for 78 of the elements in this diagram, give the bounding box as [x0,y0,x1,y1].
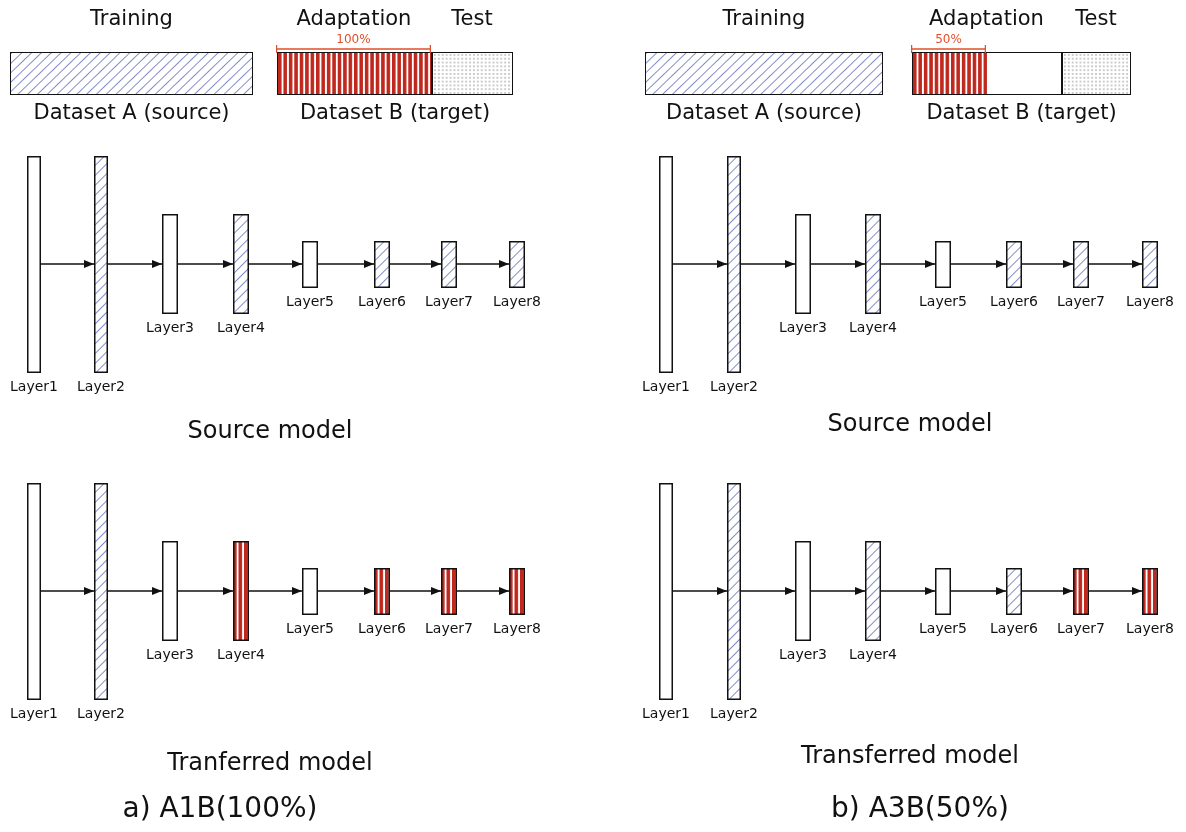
phase-heading: Test [451,7,493,29]
arrow [456,260,510,268]
arrow [248,260,303,268]
phase-heading: Training [722,8,806,29]
layer-label: Layer4 [849,647,897,661]
dataset-label: Dataset A (source) [665,102,863,123]
arrow [389,260,442,268]
layer-label: Layer7 [1057,620,1105,635]
layer-label: Layer6 [358,293,406,308]
layer-label: Layer2 [77,378,125,393]
layer-label: Layer2 [77,705,125,720]
percentage-label: 50% [935,32,962,45]
arrow [1021,587,1074,595]
arrow [107,587,163,595]
arrow [950,587,1007,595]
panel-caption: b) A3B(50%) [831,794,1009,822]
model-title: Transferred model [801,743,1019,767]
phase-heading: Adaptation [929,7,1044,29]
arrow [810,260,866,268]
arrow [1088,260,1143,268]
phase-heading: Training [90,8,173,29]
arrow [317,260,375,268]
phase-heading: Test [1075,7,1117,29]
arrow [456,587,510,595]
layer-label: Layer6 [990,293,1038,308]
layer-label: Layer5 [919,293,967,308]
layer-label: Layer1 [10,705,58,720]
arrow [389,587,442,595]
dataset-label: Dataset B (target) [299,102,491,123]
arrow [317,587,375,595]
dataset-label: Dataset B (target) [926,102,1117,123]
layer-label: Layer4 [849,320,897,334]
layer-label: Layer7 [1057,293,1105,308]
layer-label: Layer6 [358,620,406,635]
layer-label: Layer7 [425,620,473,635]
layer-label: Layer5 [286,620,334,635]
layer-label: Layer5 [286,293,334,308]
panel-caption: a) A1B(100%) [122,794,318,822]
layer-label: Layer3 [146,647,194,661]
arrow [177,587,234,595]
arrow [880,587,936,595]
arrow [740,260,796,268]
arrow [248,587,303,595]
arrow [950,260,1007,268]
layer-label: Layer2 [710,378,758,393]
arrow [177,260,234,268]
layer-label: Layer1 [642,378,690,393]
arrow [810,587,866,595]
layer-label: Layer2 [710,705,758,720]
layer-label: Layer3 [146,320,194,334]
phase-heading: Adaptation [296,7,412,29]
percentage-label: 100% [336,32,371,45]
arrow [880,260,936,268]
layer-label: Layer8 [1126,293,1174,308]
layer-label: Layer5 [919,620,967,635]
dataset-label: Dataset A (source) [33,102,230,123]
layer-label: Layer3 [779,320,827,334]
layer-label: Layer4 [217,647,265,661]
arrow [1021,260,1074,268]
arrow [672,587,728,595]
layer-label: Layer8 [493,293,541,308]
layer-label: Layer4 [217,320,265,334]
arrow [1088,587,1143,595]
layer-label: Layer1 [642,705,690,720]
layer-label: Layer7 [425,293,473,308]
arrow [672,260,728,268]
arrow [40,260,95,268]
layer-label: Layer6 [990,620,1038,635]
layer-label: Layer1 [10,378,58,393]
layer-label: Layer8 [493,620,541,635]
arrow [740,587,796,595]
model-title: Source model [827,411,993,435]
arrow [107,260,163,268]
arrow [40,587,95,595]
layer-label: Layer3 [779,647,827,661]
model-title: Source model [187,418,353,442]
layer-label: Layer8 [1126,620,1174,635]
model-title: Tranferred model [167,750,373,774]
